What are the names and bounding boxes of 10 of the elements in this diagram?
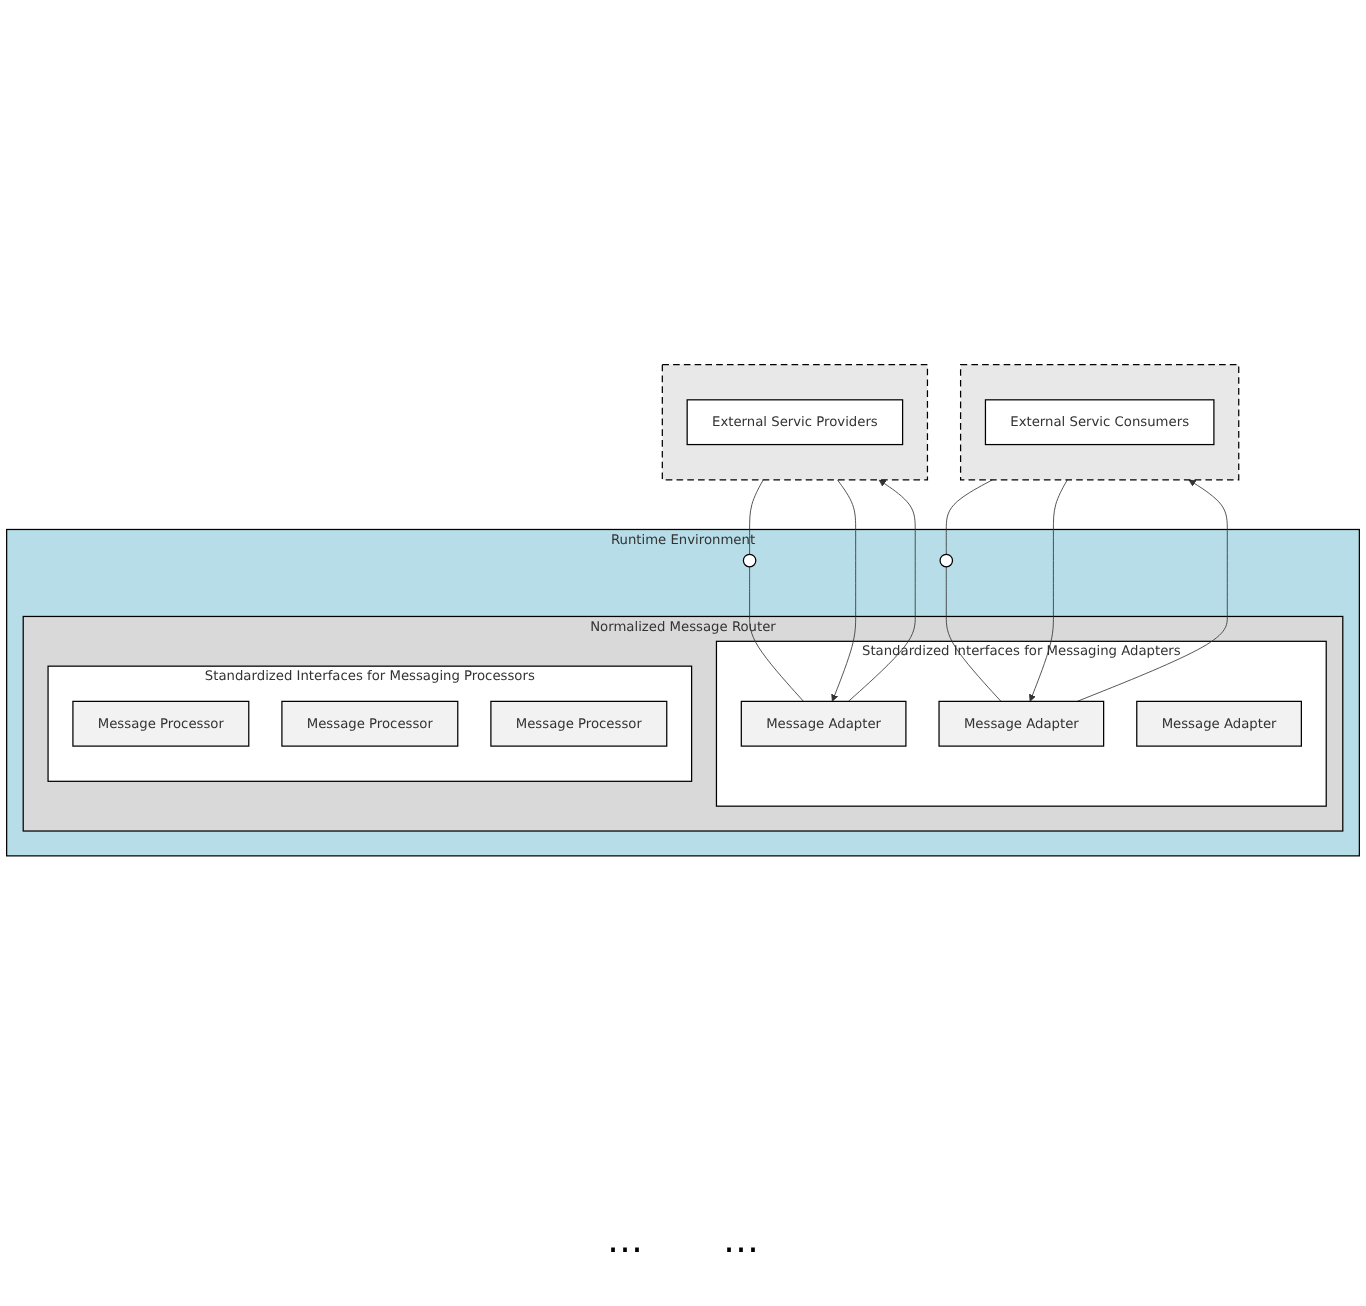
connector (945, 479, 993, 555)
cluster (661, 363, 929, 481)
connector (945, 566, 1002, 702)
ellipsis-text: … (607, 1220, 643, 1262)
node-circle (939, 553, 954, 568)
connector (749, 566, 804, 702)
node-circle (742, 553, 757, 568)
ellipsis-text: … (723, 1220, 759, 1262)
cluster (959, 363, 1240, 481)
connector (749, 479, 764, 555)
